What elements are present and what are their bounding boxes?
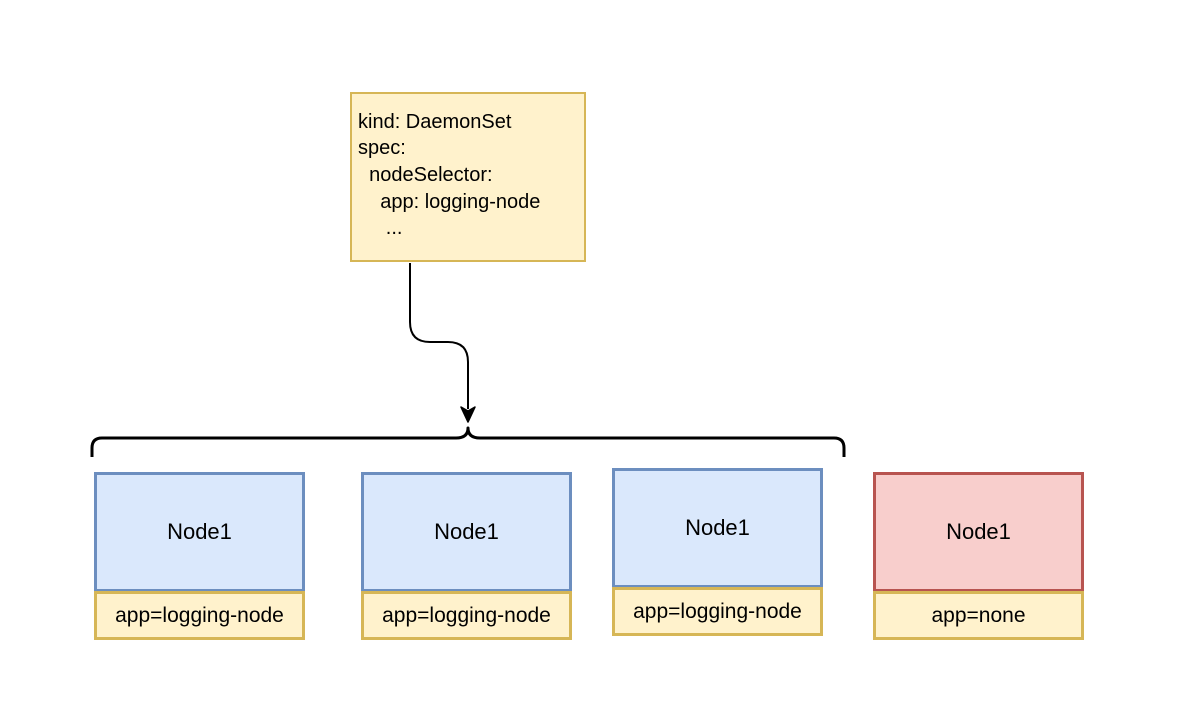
node-3: Node1 xyxy=(612,468,823,588)
node-2: Node1 xyxy=(361,472,572,592)
spec-line-node-selector: nodeSelector: xyxy=(358,164,493,186)
spec-line-ellipsis: ... xyxy=(358,217,403,239)
node-2-label: app=logging-node xyxy=(361,591,572,640)
node-2-label-text: app=logging-node xyxy=(382,603,551,627)
node-3-name: Node1 xyxy=(685,515,750,540)
node-1-name: Node1 xyxy=(167,519,232,544)
node-4: Node1 xyxy=(873,472,1084,592)
node-3-label: app=logging-node xyxy=(612,587,823,636)
selection-brace xyxy=(90,426,846,457)
daemonset-spec-box: kind: DaemonSet spec: nodeSelector: app:… xyxy=(350,92,586,262)
spec-line-spec: spec: xyxy=(358,137,406,159)
node-1: Node1 xyxy=(94,472,305,592)
node-1-label-text: app=logging-node xyxy=(115,603,284,627)
node-1-label: app=logging-node xyxy=(94,591,305,640)
node-4-label-text: app=none xyxy=(931,603,1026,627)
connector-arrowhead xyxy=(460,406,476,423)
spec-line-app-selector: app: logging-node xyxy=(358,191,541,213)
node-2-name: Node1 xyxy=(434,519,499,544)
node-4-name: Node1 xyxy=(946,519,1011,544)
connector-arrow xyxy=(409,263,469,409)
node-4-label: app=none xyxy=(873,591,1084,640)
spec-line-kind: kind: DaemonSet xyxy=(358,111,512,133)
node-3-label-text: app=logging-node xyxy=(633,599,802,623)
